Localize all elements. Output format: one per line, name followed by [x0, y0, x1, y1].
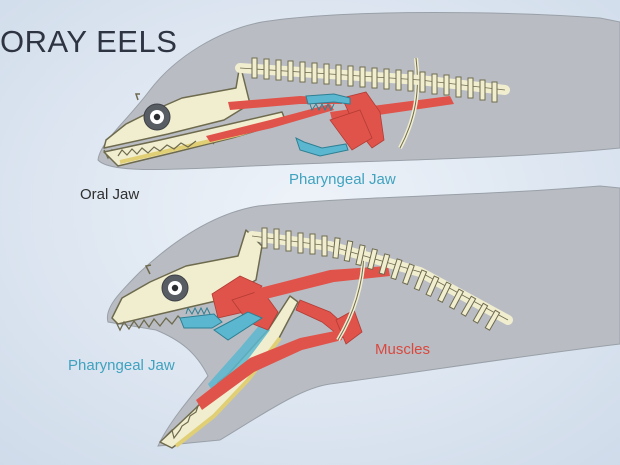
- eel-bottom-vertebrae: [261, 227, 501, 331]
- eel-top-pupil: [153, 113, 161, 121]
- eel-bottom-muscle-5: [196, 330, 342, 410]
- eel-top-pharyngeal-jaw: [295, 137, 349, 157]
- diagram-title: ORAY EELS: [0, 24, 178, 59]
- eel-top-muscle-2: [206, 104, 334, 142]
- eel-bottom-pharyngeal-lower: [213, 311, 264, 341]
- eel-top: [97, 12, 620, 171]
- eel-bottom-pharyngeal-jaw: [179, 313, 223, 329]
- eel-bottom-mouth-lining: [208, 322, 270, 394]
- eel-top-lower-teeth: [117, 140, 197, 157]
- eel-bottom-nostril: [144, 264, 152, 275]
- label-pharyngeal-jaw-top: Pharyngeal Jaw: [289, 171, 396, 188]
- eel-bottom-upper-teeth: [115, 315, 185, 332]
- eel-bottom-pharyngeal-teeth: [185, 306, 211, 316]
- eel-top-vertebrae: [251, 57, 498, 103]
- label-oral-jaw: Oral Jaw: [80, 186, 140, 203]
- label-pharyngeal-jaw-bottom: Pharyngeal Jaw: [68, 357, 175, 374]
- eel-bottom-pupil: [171, 284, 179, 292]
- eel-top-pharyngeal-upper: [305, 93, 351, 105]
- eel-top-gill-bone-outline: [399, 57, 418, 149]
- eel-top-nostril: [134, 93, 140, 101]
- eel-top-muscle-5: [329, 109, 373, 151]
- eel-bottom: [106, 185, 620, 449]
- eel-bottom-muscle-4: [295, 299, 351, 339]
- eel-bottom-muscle-3: [252, 266, 390, 300]
- eel-top-skull: [103, 63, 251, 149]
- eel-top-pharyngeal-teeth: [309, 102, 335, 112]
- eel-bottom-skull: [111, 229, 263, 325]
- label-muscles: Muscles: [375, 341, 431, 358]
